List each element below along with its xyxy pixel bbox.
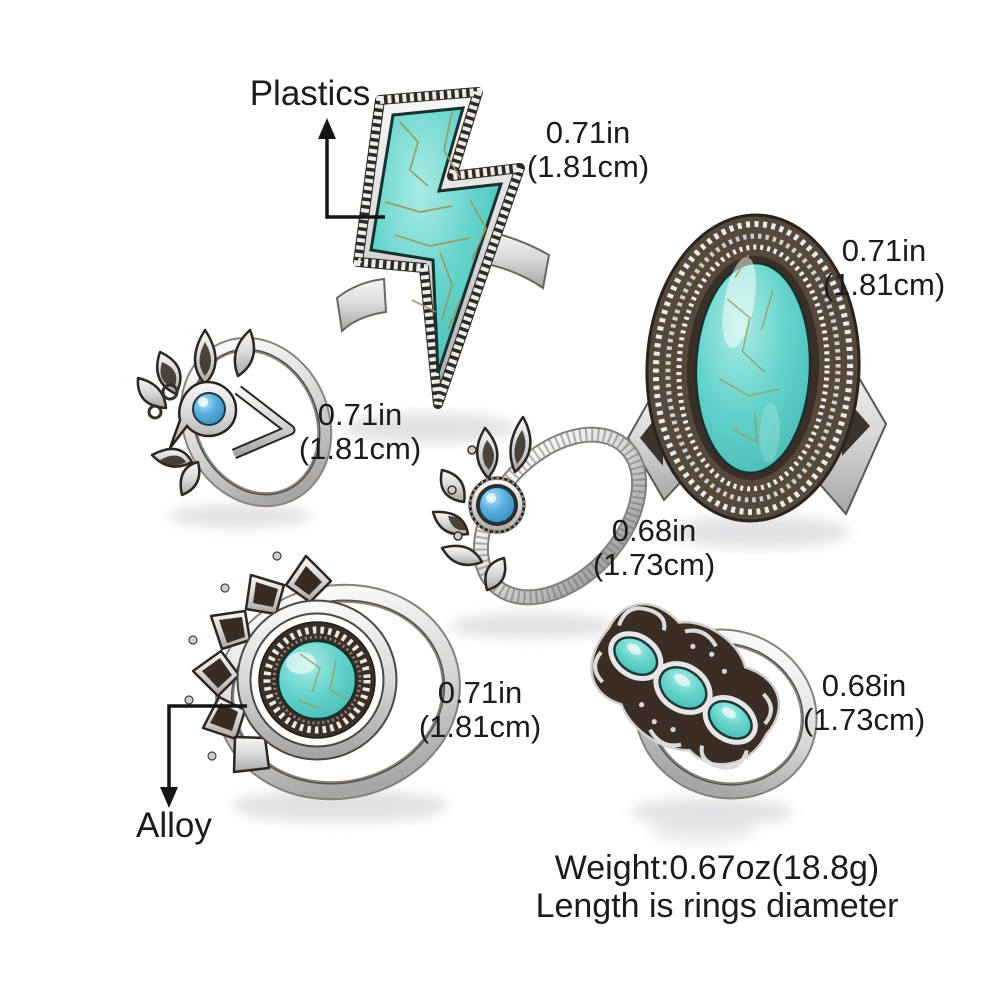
measurement-inches: 0.71in — [317, 397, 403, 432]
oval-stones — [613, 636, 753, 740]
measurement-small-crown-ring: 0.71in (1.81cm) — [299, 398, 421, 466]
bolt-frame-beads — [353, 87, 526, 406]
ring-band — [335, 277, 388, 334]
oval-stone-ring — [626, 213, 888, 523]
measurement-cm: (1.81cm) — [526, 149, 650, 184]
material-label-alloy: Alloy — [136, 806, 212, 845]
crown-ring — [431, 415, 648, 606]
measurement-oval-stone-ring: 0.71in (1.81cm) — [823, 234, 945, 302]
measurement-cm: (1.73cm) — [592, 547, 716, 582]
measurement-inches: 0.68in — [821, 668, 907, 703]
scroll-ornaments — [593, 606, 773, 770]
length-note: Length is rings diameter — [535, 887, 899, 925]
measurement-cm: (1.81cm) — [822, 267, 946, 302]
filigree-plaque — [590, 602, 781, 770]
blue-stone — [478, 486, 516, 524]
small-crown-ring — [136, 328, 333, 508]
weight-note: Weight:0.67oz(18.8g) — [554, 849, 880, 887]
lightning-bolt-ring — [335, 87, 551, 409]
blue-stone — [192, 392, 226, 426]
measurement-inches: 0.71in — [437, 675, 523, 710]
measurement-three-stone-ring: 0.68in (1.73cm) — [803, 669, 925, 737]
pointed-frame — [232, 387, 294, 458]
product-footer: Weight:0.67oz(18.8g) Length is rings dia… — [536, 849, 899, 925]
petal-detail — [448, 430, 526, 531]
crown-beads — [184, 551, 282, 761]
measurement-lightning-bolt-ring: 0.71in (1.81cm) — [527, 116, 649, 184]
crack-lines — [297, 653, 349, 709]
petal-buds — [447, 445, 477, 541]
photo-shadows — [168, 413, 850, 843]
measurement-cm: (1.73cm) — [802, 702, 926, 737]
alloy-arrow — [160, 704, 247, 808]
measurement-cm: (1.81cm) — [418, 709, 542, 744]
granule-dots — [638, 643, 728, 733]
crack-lines — [719, 254, 780, 444]
measurement-inches: 0.71in — [545, 115, 631, 150]
measurement-inches: 0.71in — [841, 233, 927, 268]
three-stone-ring — [590, 602, 818, 800]
scroll-curls — [147, 383, 179, 420]
crack-lines — [384, 111, 487, 331]
measurement-crown-ring: 0.68in (1.73cm) — [593, 514, 715, 582]
plastics-arrow — [318, 118, 385, 219]
measurement-cm: (1.81cm) — [298, 431, 422, 466]
material-label-plastics: Plastics — [249, 74, 371, 113]
stone-bezels — [608, 631, 758, 745]
lightning-stone — [369, 106, 504, 374]
mandala-detail — [202, 566, 322, 731]
ring-band — [179, 336, 333, 508]
petal-detail — [160, 342, 211, 466]
measurement-inches: 0.68in — [611, 513, 697, 548]
oval-plaque — [645, 213, 861, 523]
measurement-round-stone-ring: 0.71in (1.81cm) — [419, 676, 541, 744]
